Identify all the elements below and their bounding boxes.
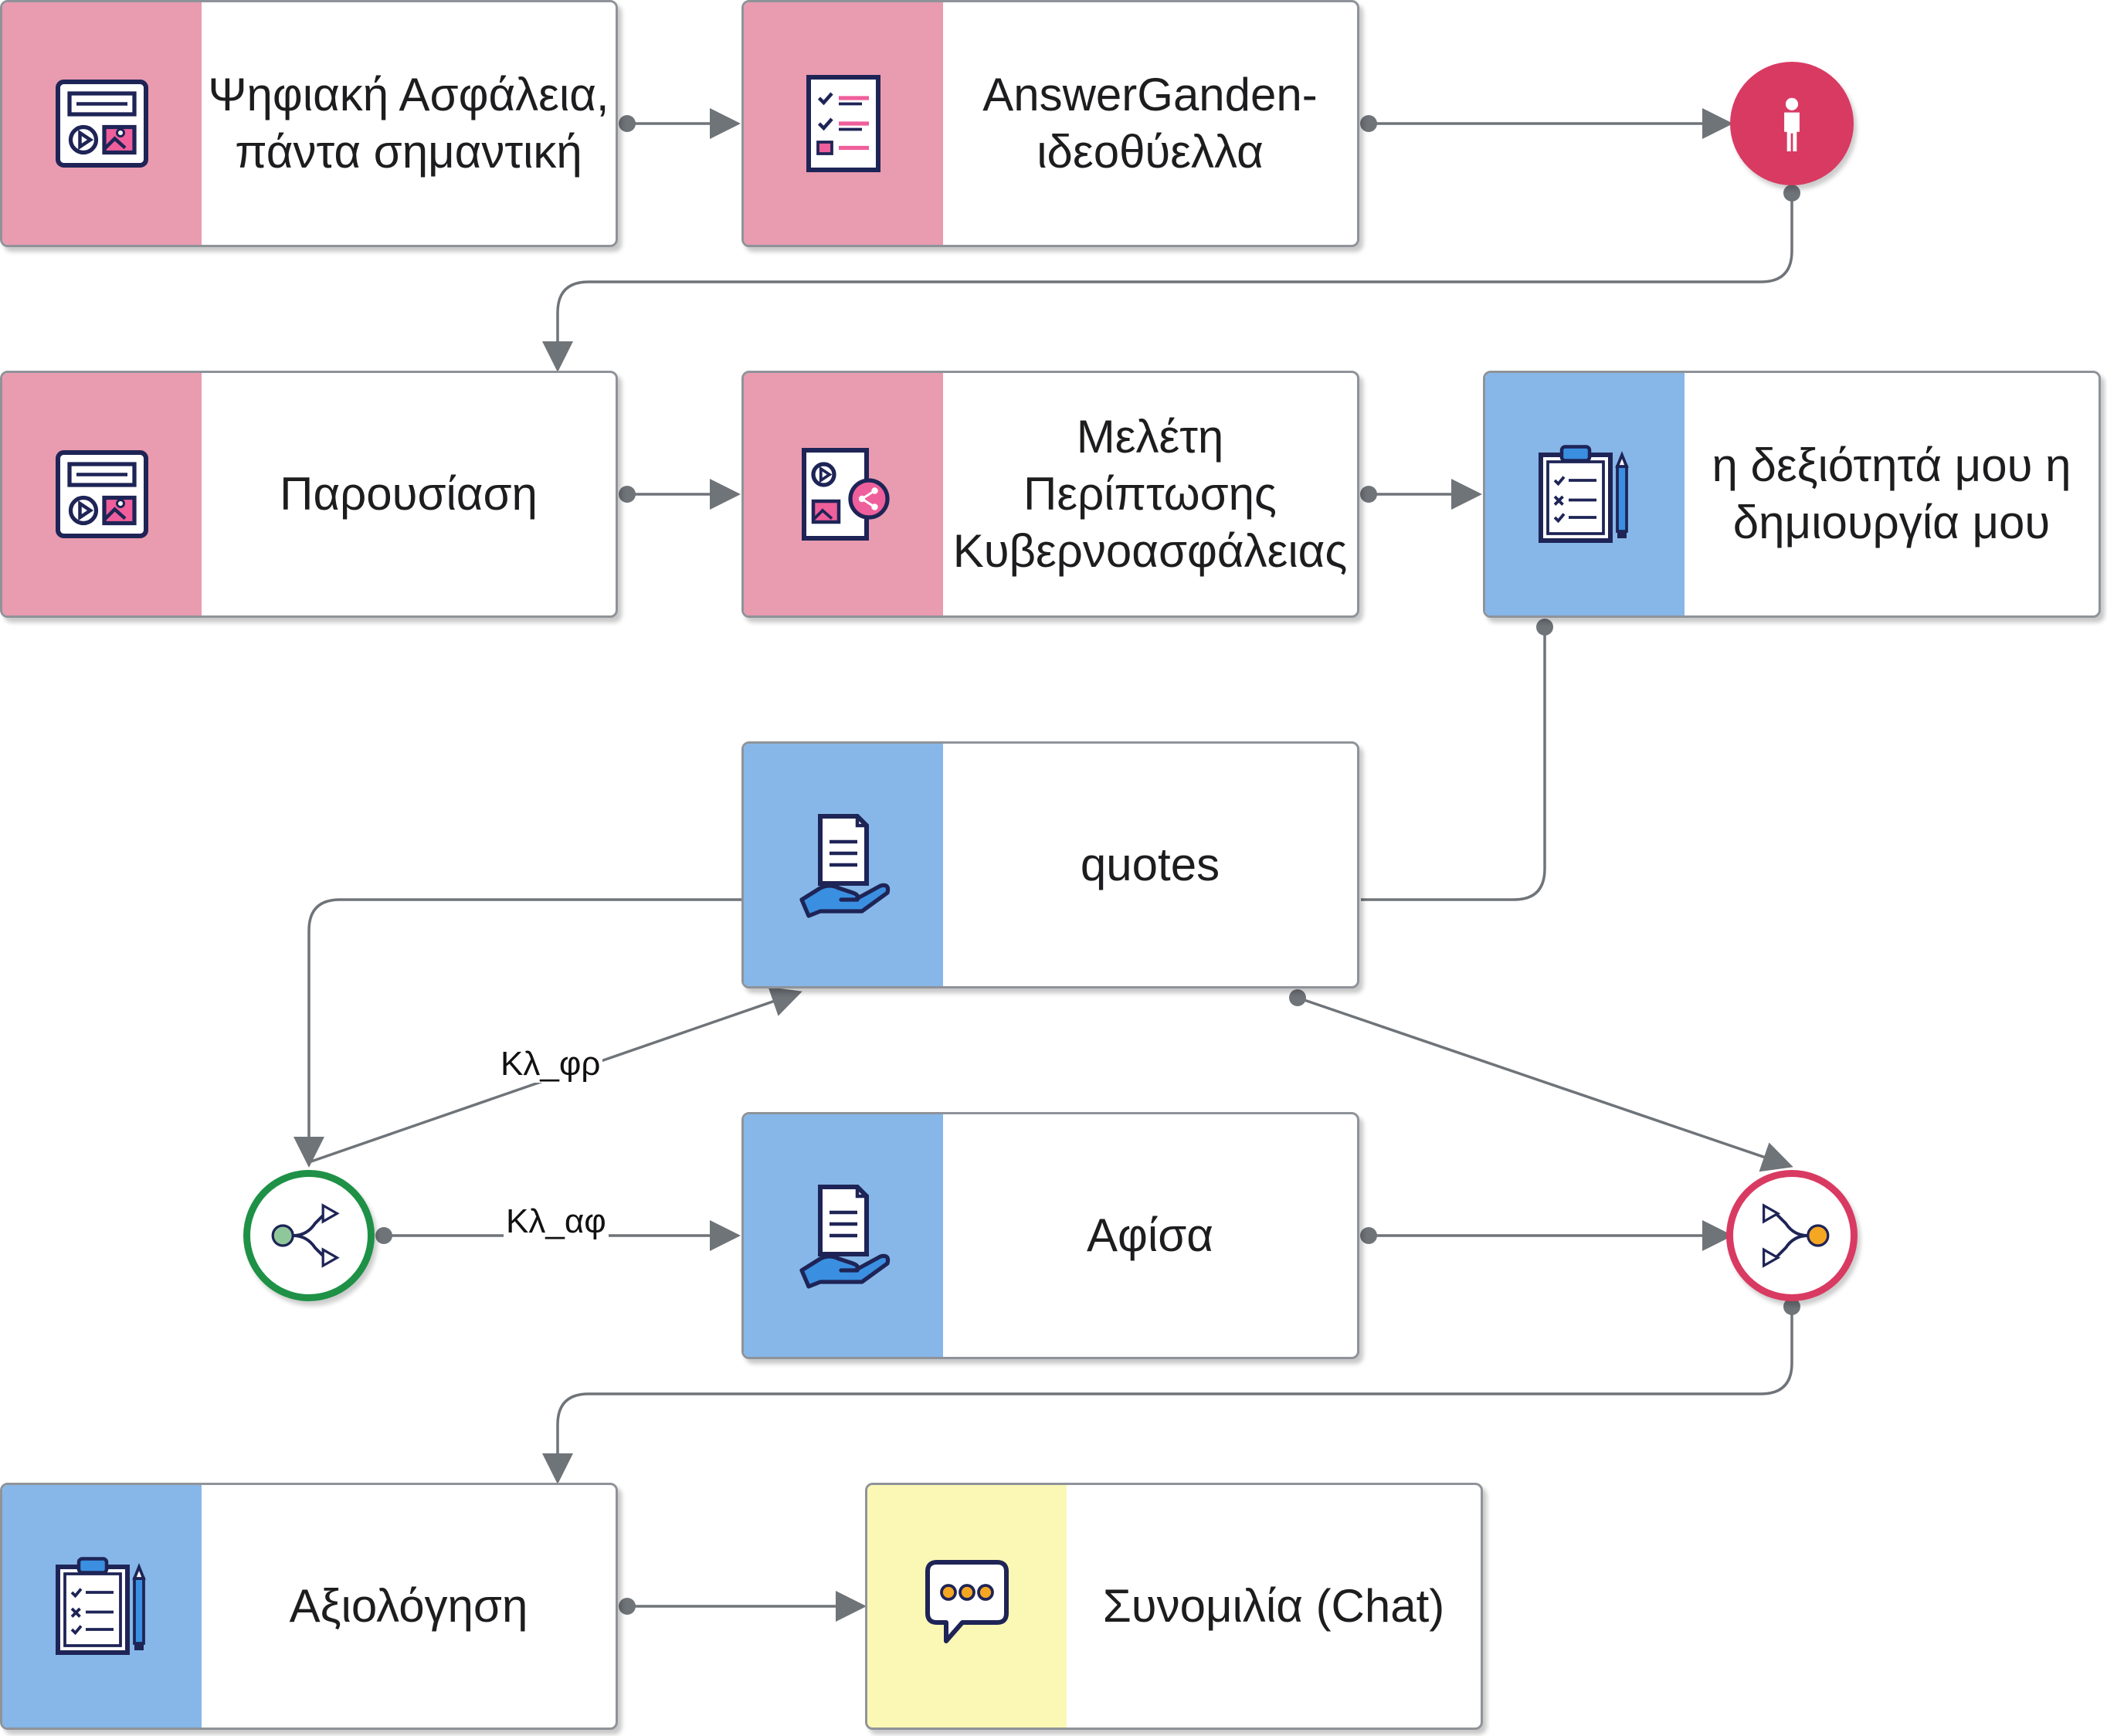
node-poster[interactable]: Αφίσα: [741, 1112, 1359, 1359]
node-label: Αξιολόγηση: [289, 1580, 528, 1632]
clipboard-pencil-icon: [1539, 445, 1629, 543]
node-my-skill[interactable]: η δεξιότητά μου η δημιουργία μου: [1483, 371, 2101, 618]
node-label: η δεξιότητά μου η δημιουργία μου: [1712, 439, 2071, 548]
node-chat[interactable]: Συνομιλία (Chat): [865, 1483, 1483, 1730]
node-label: Αφίσα: [1087, 1209, 1213, 1261]
share-media-icon: [802, 448, 890, 541]
node-evaluation[interactable]: Αξιολόγηση: [0, 1483, 618, 1730]
edge-label-to-quotes: Κλ_φρ: [498, 1046, 603, 1083]
node-label: AnswerGanden-ιδεοθύελλα: [982, 69, 1318, 178]
checklist-icon: [806, 75, 880, 172]
clipboard-pencil-icon: [56, 1557, 146, 1655]
edge-label-to-poster: Κλ_αφ: [504, 1203, 609, 1240]
node-band: [744, 744, 943, 986]
edge-quotes-to-merge: [1297, 996, 1793, 1172]
node-band: [744, 1114, 943, 1357]
node-label: Συνομιλία (Chat): [1102, 1580, 1445, 1632]
node-band: [2, 2, 202, 245]
node-label: Μελέτη Περίπτωσης Κυβερνοασφάλειας: [952, 411, 1348, 577]
merge-gateway-icon: [1762, 1203, 1830, 1268]
hand-document-icon: [799, 814, 891, 918]
person-icon: [1784, 97, 1800, 151]
node-band: [2, 1485, 202, 1728]
merge-gateway[interactable]: [1726, 1170, 1858, 1301]
node-digital-safety[interactable]: Ψηφιακή Ασφάλεια, πάντα σημαντική: [0, 0, 618, 247]
node-band: [744, 2, 943, 245]
node-case-study[interactable]: Μελέτη Περίπτωσης Κυβερνοασφάλειας: [741, 371, 1359, 618]
edge-person-to-presentation: [542, 193, 1793, 372]
node-answergarden[interactable]: AnswerGanden-ιδεοθύελλα: [741, 0, 1359, 247]
split-gateway[interactable]: [243, 1170, 375, 1301]
node-band: [2, 373, 202, 615]
split-gateway-icon: [271, 1203, 340, 1268]
media-board-icon: [56, 80, 148, 168]
node-label: Ψηφιακή Ασφάλεια, πάντα σημαντική: [208, 69, 609, 178]
media-board-icon: [56, 450, 148, 538]
node-band: [744, 373, 943, 615]
edge-merge-to-evaluation: [542, 1305, 1793, 1484]
edge-quotes-to-split: [293, 898, 743, 1168]
node-label: quotes: [1080, 839, 1220, 890]
person-node[interactable]: [1730, 62, 1854, 185]
hand-document-icon: [799, 1185, 891, 1289]
node-presentation[interactable]: Παρουσίαση: [0, 371, 618, 618]
edge-skill-to-quotes: [1361, 627, 1546, 901]
node-label: Παρουσίαση: [280, 468, 538, 520]
node-band: [1485, 373, 1685, 615]
chat-bubble-icon: [925, 1560, 1009, 1643]
node-band: [867, 1485, 1067, 1728]
node-quotes[interactable]: quotes: [741, 741, 1359, 988]
